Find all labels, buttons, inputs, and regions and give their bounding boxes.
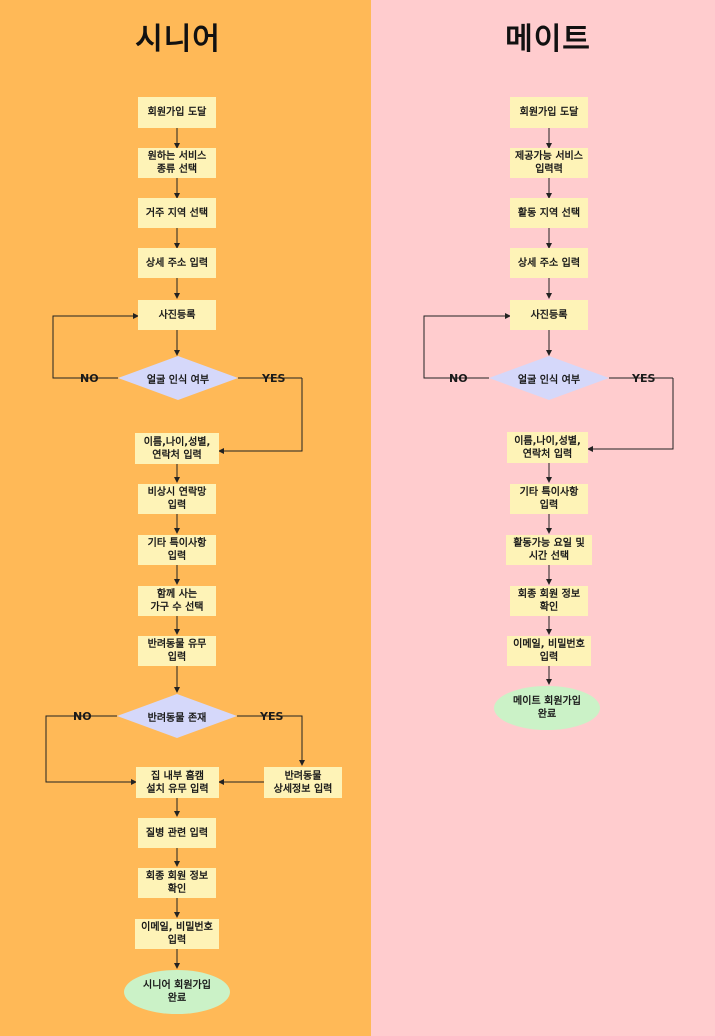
senior-decision2-label: 반려동물 존재 — [147, 712, 207, 724]
mate-step-7: 기타 특이사항 입력 — [510, 484, 588, 514]
mate-step-2: 제공가능 서비스 입력력 — [510, 148, 588, 178]
mate-decision1-label: 얼굴 인식 여부 — [517, 374, 581, 386]
senior-step-11: 집 내부 홈캠 설치 유무 입력 — [136, 767, 219, 798]
mate-step-6: 이름,나이,성별, 연락처 입력 — [507, 432, 588, 463]
senior-decision2-yes: YES — [260, 710, 284, 723]
senior-step-12: 질병 관련 입력 — [138, 818, 216, 848]
mate-step-10: 이메일, 비밀번호 입력 — [507, 636, 591, 666]
senior-step-6: 이름,나이,성별, 연락처 입력 — [135, 433, 219, 464]
senior-title: 시니어 — [135, 22, 221, 57]
mate-step-4: 상세 주소 입력 — [510, 248, 588, 278]
senior-step-9: 함께 사는 가구 수 선택 — [138, 586, 216, 616]
senior-step-7: 비상시 연락망 입력 — [138, 484, 216, 514]
senior-step-8: 기타 특이사항 입력 — [138, 535, 216, 565]
mate-title: 메이트 — [505, 22, 591, 57]
mate-end: 메이트 회원가입 완료 — [494, 686, 600, 730]
mate-step-9: 회종 회원 정보 확인 — [510, 586, 588, 616]
mate-decision1-yes: YES — [632, 372, 656, 385]
mate-decision1-no: NO — [449, 372, 468, 385]
senior-decision2-no: NO — [73, 710, 92, 723]
senior-step-14: 이메일, 비밀번호 입력 — [135, 919, 219, 949]
senior-step-5: 사진등록 — [138, 300, 216, 330]
senior-decision1-no: NO — [80, 372, 99, 385]
senior-decision1-yes: YES — [262, 372, 286, 385]
senior-end: 시니어 회원가입 완료 — [124, 970, 230, 1014]
mate-step-1: 회원가입 도달 — [510, 97, 588, 128]
senior-step-13: 회종 회원 정보 확인 — [138, 868, 216, 898]
mate-step-5: 사진등록 — [510, 300, 588, 330]
mate-step-3: 활동 지역 선택 — [510, 198, 588, 228]
senior-pet-detail: 반려동물 상세정보 입력 — [264, 767, 342, 798]
senior-step-10: 반려동물 유무 입력 — [138, 636, 216, 666]
senior-decision2-diamond — [117, 694, 237, 738]
mate-decision1-diamond — [489, 356, 609, 400]
senior-step-4: 상세 주소 입력 — [138, 248, 216, 278]
senior-step-2: 원하는 서비스 종류 선택 — [138, 148, 216, 178]
mate-step-8: 활동가능 요일 및 시간 선택 — [506, 535, 592, 565]
senior-step-3: 거주 지역 선택 — [138, 198, 216, 228]
senior-decision1-label: 얼굴 인식 여부 — [146, 374, 210, 386]
senior-decision1-diamond — [118, 356, 238, 400]
senior-step-1: 회원가입 도달 — [138, 97, 216, 128]
